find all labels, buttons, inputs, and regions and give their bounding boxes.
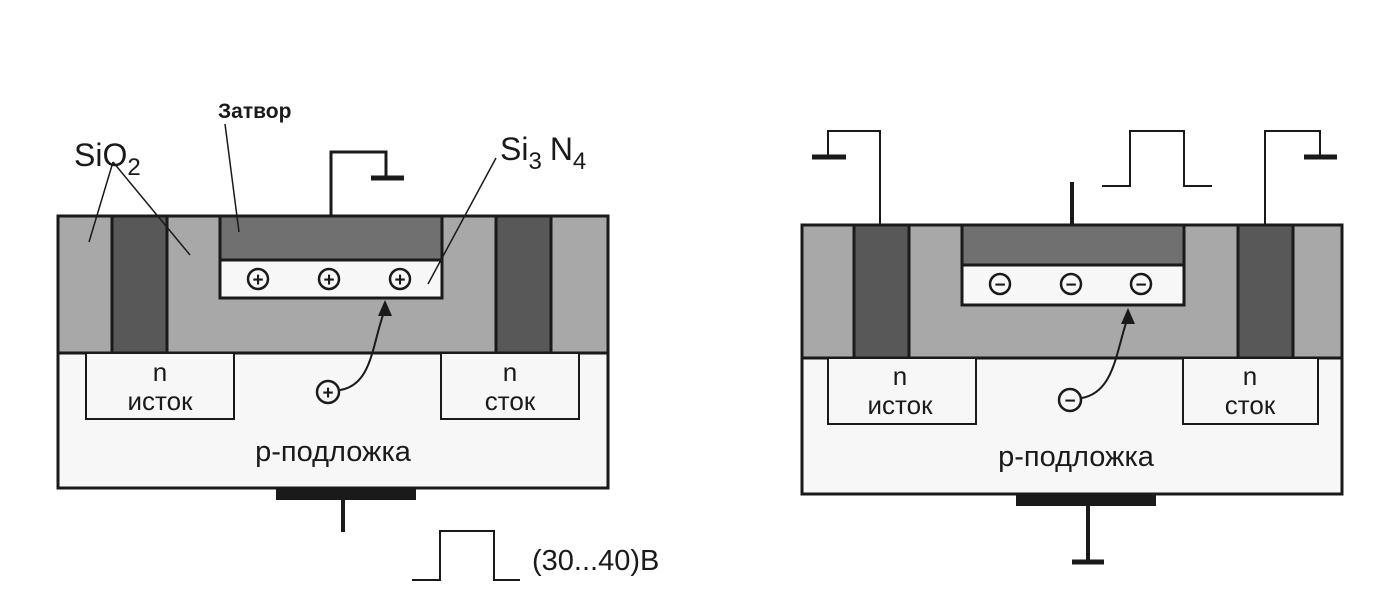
right-back-contact [1016,494,1156,506]
right-source-contact [852,223,911,360]
right-drain-label: сток [1225,390,1276,420]
left-drain-region [440,352,580,420]
right-moving-charge: − [1057,387,1083,413]
left-sio2-leader-1 [88,161,114,243]
right-source-label: исток [868,390,934,420]
left-source-region [85,352,235,420]
right-charge-2: − [1059,272,1083,296]
right-gate-pulse [1102,130,1212,187]
left-tunnel-arrow-path [339,311,385,391]
left-back-contact [276,488,416,500]
right-tunnel-arrow-head [1121,308,1135,324]
left-charge-1-sign: + [252,270,263,291]
right-charge-1: − [988,272,1012,296]
left-charge-2: + [317,267,341,291]
right-structure: − − − − n исток n сток p-подложка [800,130,1344,565]
right-gate-electrode [960,223,1186,267]
left-sio2-label: SiO2 [74,137,141,181]
left-moving-charge: + [315,379,341,405]
left-pulse-symbol [412,530,520,581]
left-gate-label: Затвор [218,100,291,123]
left-moving-charge-sign: + [322,383,333,404]
right-charge-3: − [1129,272,1153,296]
left-charge-3-sign: + [394,270,405,291]
left-charge-1: + [246,267,270,291]
right-charge-2-sign: − [1065,275,1076,296]
left-substrate-label: p-подложка [255,436,412,468]
left-source-n: n [153,357,167,387]
left-gate-terminal [329,150,388,216]
left-pulse-label: (30...40)В [532,545,659,577]
left-charge-2-sign: + [323,270,334,291]
left-charge-3: + [388,267,412,291]
left-drain-contact [494,214,553,355]
right-source-region [827,357,977,425]
left-si3n4-leader [427,157,497,285]
left-gate-leader [224,123,240,233]
right-tunnel-arrow-path [1081,319,1128,399]
left-sio2-leader-2 [112,161,191,256]
right-drain-terminal [1264,130,1321,225]
left-tunnel-arrow-head [378,300,392,316]
right-moving-charge-sign: − [1064,391,1075,412]
right-source-terminal [827,130,881,225]
right-charge-3-sign: − [1135,275,1146,296]
right-drain-n: n [1243,361,1257,391]
left-source-label: исток [128,386,194,416]
left-source-contact [110,214,169,355]
left-drain-n: n [503,357,517,387]
right-substrate-label: p-подложка [998,441,1155,473]
right-source-n: n [893,361,907,391]
right-charge-1-sign: − [994,275,1005,296]
right-drain-region [1182,357,1319,425]
left-drain-label: сток [485,386,536,416]
left-gate-electrode [218,214,444,262]
right-drain-contact [1236,223,1295,360]
